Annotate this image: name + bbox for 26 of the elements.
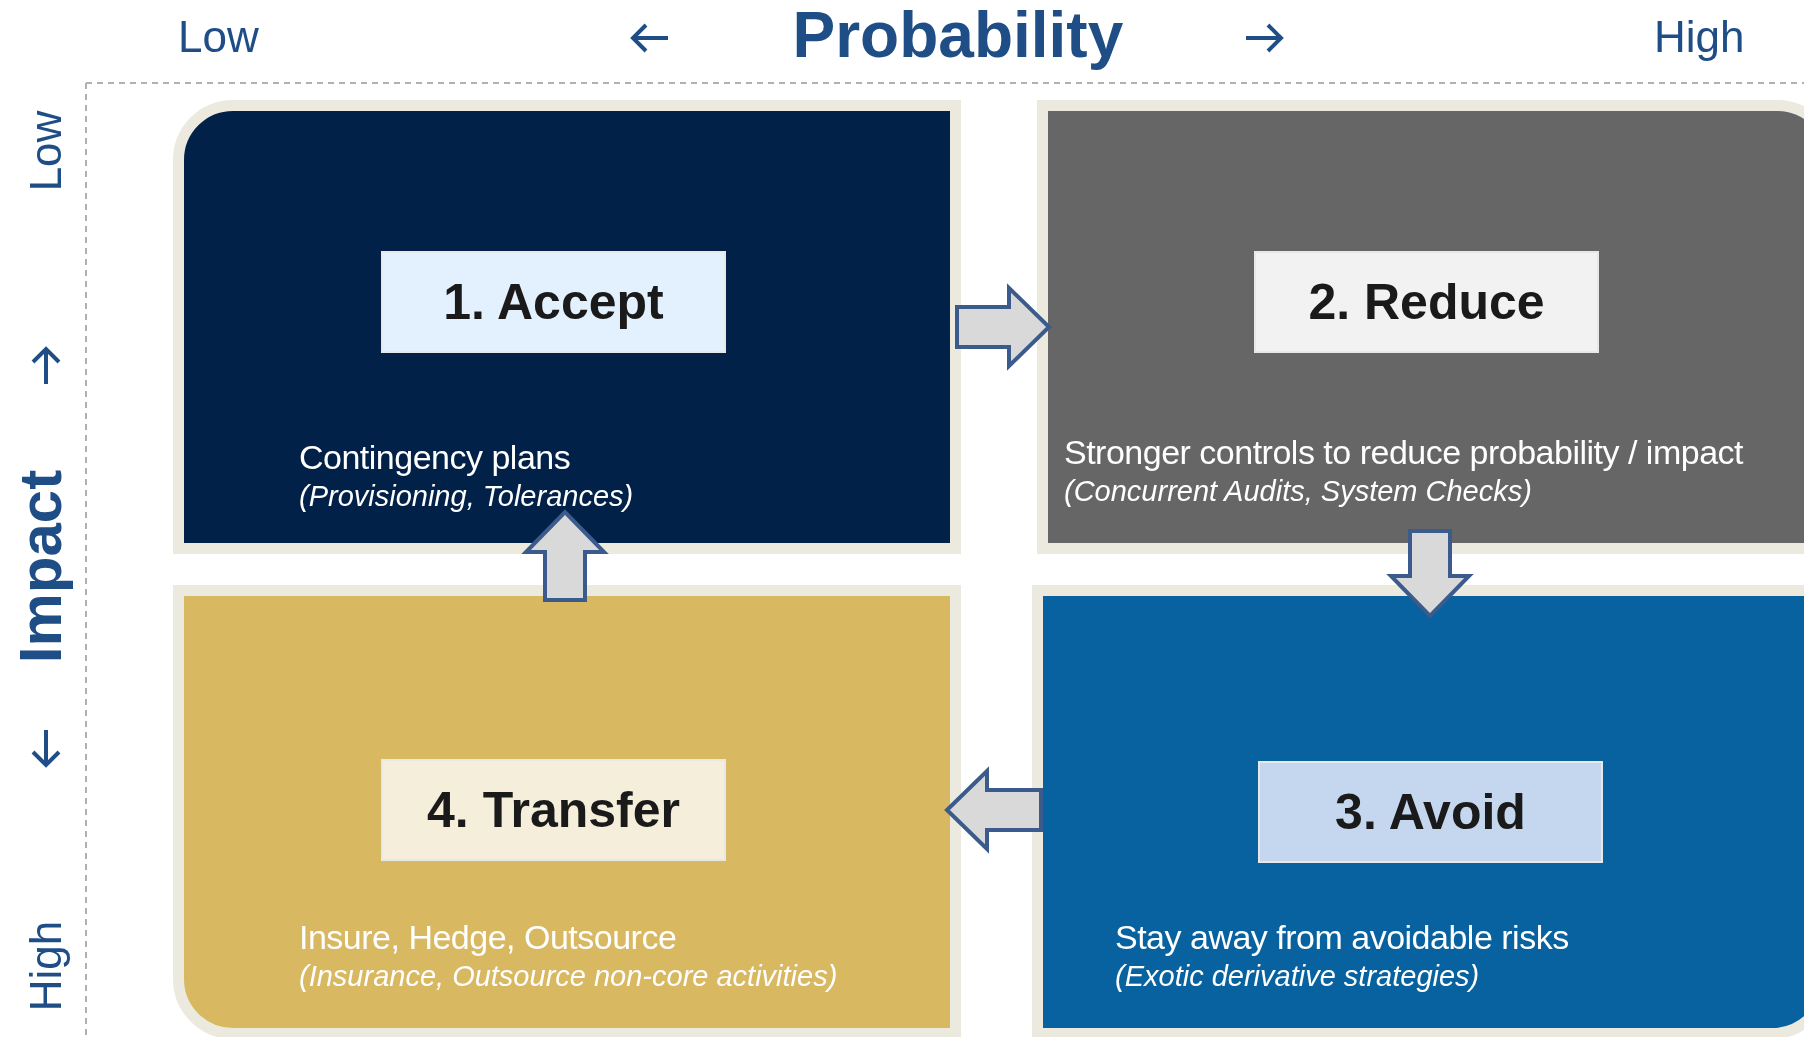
axis-end-label: Low [178, 12, 259, 62]
example-text: (Provisioning, Tolerances) [299, 480, 634, 513]
axis-title: Probability [792, 0, 1124, 72]
block-arrow [955, 283, 1052, 371]
example-text: (Concurrent Audits, System Checks) [1064, 475, 1532, 508]
example-text: (Insurance, Outsource non-core activities) [299, 960, 838, 993]
block-arrow [1386, 529, 1474, 619]
strategy-heading: 2. Reduce [1254, 251, 1599, 353]
axis-end-label: Low [20, 110, 71, 192]
quadrant-panel [173, 100, 961, 554]
block-arrow [521, 509, 609, 602]
quadrant-panel [1037, 100, 1804, 554]
quadrant-panel [173, 585, 961, 1037]
strategy-heading: 1. Accept [381, 251, 726, 353]
axis-title: Impact [5, 469, 75, 663]
quadrant-panel [1032, 585, 1804, 1037]
description-text: Stronger controls to reduce probability / impact [1064, 433, 1743, 472]
axis-end-label: High [20, 920, 71, 1012]
example-text: (Exotic derivative strategies) [1115, 960, 1480, 993]
block-arrow [944, 766, 1043, 854]
strategy-heading: 3. Avoid [1258, 761, 1603, 863]
description-text: Insure, Hedge, Outsource [299, 918, 677, 957]
description-text: Contingency plans [299, 438, 571, 477]
axis-end-label: High [1654, 12, 1745, 62]
description-text: Stay away from avoidable risks [1115, 918, 1569, 957]
strategy-heading: 4. Transfer [381, 759, 726, 861]
